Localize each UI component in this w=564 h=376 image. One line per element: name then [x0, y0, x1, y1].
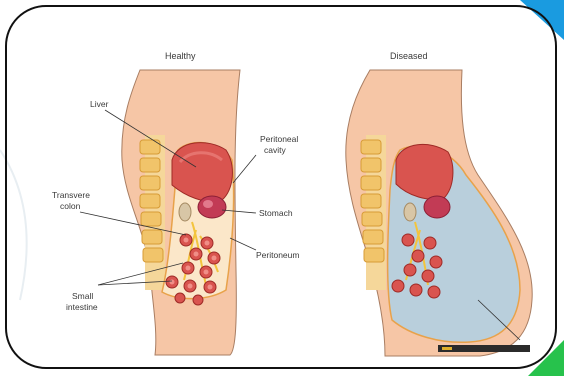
- label-transverse-colon-line1: Transvere: [52, 190, 90, 200]
- healthy-title: Healthy: [165, 51, 196, 61]
- label-liver: Liver: [90, 99, 109, 109]
- diseased-liver: [396, 144, 453, 199]
- healthy-kidney: [179, 203, 191, 221]
- diseased-title: Diseased: [390, 51, 428, 61]
- diseased-stomach: [424, 196, 450, 218]
- diseased-spine: [361, 135, 386, 290]
- corner-accent-green: [528, 340, 564, 376]
- corner-accent-blue: [520, 0, 564, 40]
- healthy-spine: [140, 135, 165, 290]
- label-small-intestine-line2: intestine: [66, 302, 98, 312]
- healthy-stomach: [198, 196, 226, 218]
- healthy-panel: Healthy: [52, 51, 299, 355]
- label-small-intestine-line1: Small: [72, 291, 93, 301]
- label-peritoneal-cavity-line2: cavity: [264, 145, 286, 155]
- label-stomach: Stomach: [259, 208, 293, 218]
- background-arc: [0, 150, 27, 300]
- label-peritoneal-cavity-line1: Peritoneal: [260, 134, 298, 144]
- diseased-panel: Diseased: [346, 51, 532, 356]
- diseased-kidney: [404, 203, 416, 221]
- label-transverse-colon-line2: colon: [60, 201, 81, 211]
- label-peritoneum: Peritoneum: [256, 250, 299, 260]
